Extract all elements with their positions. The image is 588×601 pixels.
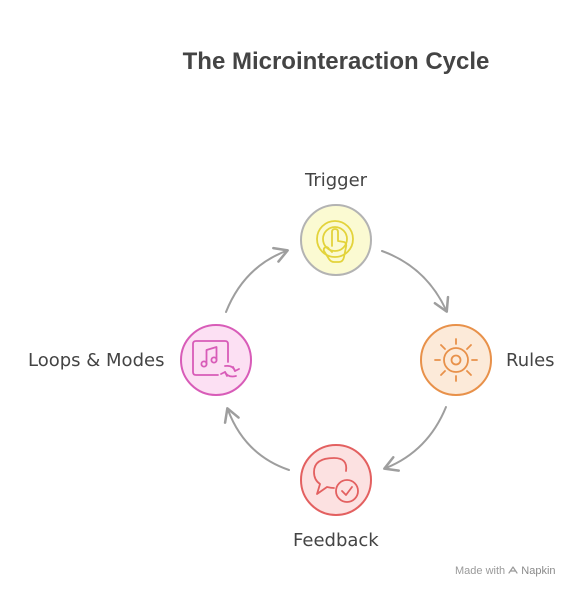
credit-brand: Napkin	[521, 565, 556, 577]
arrow-loops-to-trigger	[225, 246, 289, 313]
sun-gear-icon	[434, 338, 478, 382]
stage-node-trigger	[300, 204, 372, 276]
stage-node-rules	[420, 324, 492, 396]
stage-node-loops-modes	[180, 324, 252, 396]
arrow-trigger-to-rules	[381, 250, 450, 313]
stage-label-feedback: Feedback	[293, 530, 379, 551]
napkin-logo-icon	[508, 565, 521, 577]
napkin-credit: Made with Napkin	[455, 565, 556, 577]
arrow-rules-to-feedback	[383, 406, 447, 472]
stage-label-trigger: Trigger	[305, 170, 368, 191]
stage-label-rules: Rules	[506, 350, 555, 371]
credit-prefix: Made with	[455, 565, 506, 577]
chat-check-icon	[313, 457, 359, 503]
tap-hand-icon	[316, 220, 354, 263]
arrow-feedback-to-loops	[223, 407, 290, 471]
diagram-title: The Microinteraction Cycle	[182, 48, 490, 75]
stage-label-loops-modes: Loops & Modes	[28, 350, 165, 371]
stage-node-feedback	[300, 444, 372, 516]
music-repeat-icon	[192, 340, 240, 378]
